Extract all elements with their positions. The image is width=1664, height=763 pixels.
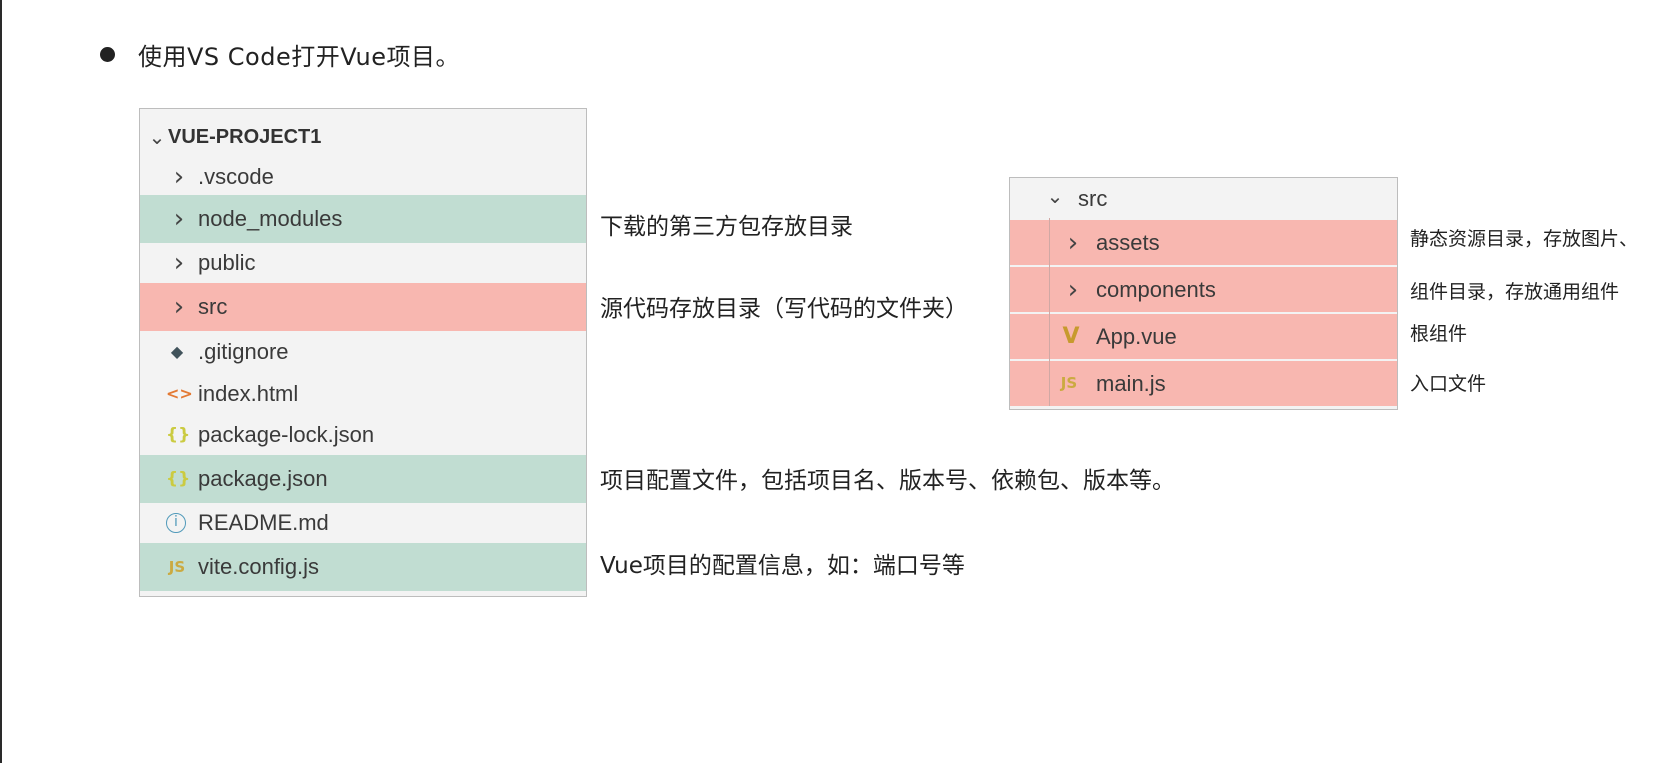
src-item-label: main.js [1096,370,1166,396]
tree-row-package-lock[interactable]: {} package-lock.json [140,415,586,455]
tree-row-public[interactable]: › public [140,243,586,283]
note-src: 源代码存放目录（写代码的文件夹） [600,296,968,322]
tree-row-package-json[interactable]: {} package.json [140,455,586,503]
chevron-down-icon: ⌄ [148,125,166,149]
note-vite-config: Vue项目的配置信息，如：端口号等 [600,553,965,579]
chevron-right-icon: › [1067,274,1079,305]
git-icon: ◆ [170,342,184,361]
js-icon: JS [168,557,186,576]
tree-root-label: VUE-PROJECT1 [168,125,322,148]
src-item-label: App.vue [1096,323,1177,349]
heading-text: 使用VS Code打开Vue项目。 [138,42,460,71]
tree-item-label: package-lock.json [198,422,375,447]
note-package-json: 项目配置文件，包括项目名、版本号、依赖包、版本等。 [600,468,1175,494]
tree-item-label: package.json [198,466,328,491]
tree-item-label: node_modules [198,206,343,231]
note-main-js: 入口文件 [1410,373,1487,395]
tree-row-index-html[interactable]: <> index.html [140,373,586,415]
chevron-right-icon: › [173,204,185,234]
tree-row-node-modules[interactable]: › node_modules [140,195,586,243]
src-item-label: components [1096,276,1216,302]
page-left-border [0,0,2,763]
note-app-vue: 根组件 [1410,323,1468,345]
note-assets: 静态资源目录，存放图片、 [1410,228,1639,250]
info-icon: i [166,513,186,533]
tree-row-vscode[interactable]: › .vscode [140,155,586,199]
tree-item-label: index.html [198,381,299,406]
src-row-components[interactable]: › components [1010,267,1397,312]
note-node-modules: 下载的第三方包存放目录 [600,214,853,240]
tree-item-label: .vscode [198,164,274,189]
chevron-right-icon: › [173,162,185,192]
chevron-right-icon: › [1067,227,1079,258]
src-row-assets[interactable]: › assets [1010,220,1397,265]
note-components: 组件目录，存放通用组件 [1410,281,1620,303]
src-row-app-vue[interactable]: V App.vue [1010,314,1397,359]
src-item-label: assets [1096,229,1160,255]
json-icon: {} [166,424,191,445]
tree-item-label: vite.config.js [198,554,320,579]
project-explorer: ⌄ VUE-PROJECT1 › .vscode › node_modules … [139,108,587,597]
json-icon: {} [166,468,191,489]
tree-row-src[interactable]: › src [140,283,586,331]
heading-line: 使用VS Code打开Vue项目。 [100,36,460,72]
tree-indent-guide [1049,218,1050,406]
src-root-label: src [1078,185,1108,211]
bullet-icon [100,46,115,62]
tree-row-vite-config[interactable]: JS vite.config.js [140,543,586,591]
tree-item-label: src [198,294,228,319]
tree-root-row[interactable]: ⌄ VUE-PROJECT1 [140,115,586,159]
src-explorer: ⌄ src › assets › components V App.vue JS… [1009,177,1398,410]
chevron-down-icon: ⌄ [1046,184,1064,208]
tree-item-label: README.md [198,510,329,535]
tree-row-readme[interactable]: i README.md [140,503,586,543]
tree-item-label: .gitignore [198,339,289,364]
js-icon: JS [1060,374,1078,392]
vue-icon: V [1062,323,1080,349]
chevron-right-icon: › [173,248,185,278]
chevron-right-icon: › [173,292,185,322]
tree-row-gitignore[interactable]: ◆ .gitignore [140,331,586,373]
tree-item-label: public [198,250,256,275]
src-row-main-js[interactable]: JS main.js [1010,361,1397,406]
html-icon: <> [166,384,193,403]
src-root-row[interactable]: ⌄ src [1010,178,1397,219]
